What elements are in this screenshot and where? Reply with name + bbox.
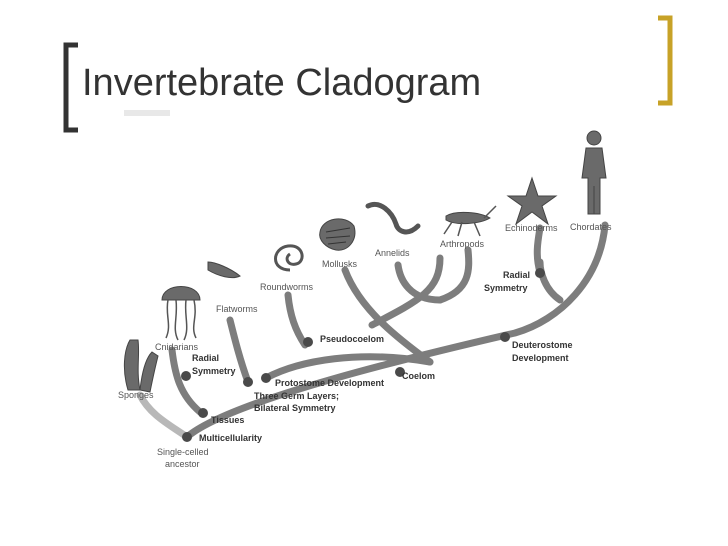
branch-protostome (262, 353, 434, 382)
node-radial-symmetry (181, 371, 191, 381)
label-radial-line1: Radial (192, 353, 219, 363)
node-tissues (198, 408, 208, 418)
branch-cnidarians (168, 346, 204, 416)
node-three-germ-layers (243, 377, 253, 387)
label-sponges: Sponges (118, 390, 154, 400)
branch-echinoderms (533, 224, 544, 276)
node-coelom (395, 367, 405, 377)
label-echino-radial-line2: Symmetry (484, 283, 528, 293)
left-bracket-icon (63, 42, 78, 133)
node-pseudocoelom (303, 337, 313, 347)
cladogram-branches (136, 221, 609, 441)
label-mollusks: Mollusks (322, 259, 358, 269)
label-chordates: Chordates (570, 222, 612, 232)
label-pseudocoelom: Pseudocoelom (320, 334, 384, 344)
label-deuterostome-line2: Development (512, 353, 569, 363)
branch-roundworms (284, 291, 309, 349)
label-echino-radial-line1: Radial (503, 270, 530, 280)
label-coelom: Coelom (402, 371, 435, 381)
label-cnidarians: Cnidarians (155, 342, 199, 352)
node-protostome (261, 373, 271, 383)
starfish-icon (506, 176, 558, 226)
roundworm-icon (274, 244, 304, 272)
label-tissues: Tissues (211, 415, 244, 425)
mollusk-icon (319, 218, 356, 251)
label-roundworms: Roundworms (260, 282, 314, 292)
label-annelids: Annelids (375, 248, 410, 258)
annelid-icon (365, 202, 421, 235)
branch-sponges (136, 391, 191, 441)
branch-annelids-stem (368, 254, 444, 329)
label-three-germ-line1: Three Germ Layers; (254, 391, 339, 401)
label-multicellularity: Multicellularity (199, 433, 262, 443)
node-multicellularity (182, 432, 192, 442)
branch-echino-a (536, 258, 564, 304)
branch-main (183, 221, 609, 441)
label-protostome: Protostome Development (275, 378, 384, 388)
arthropod-icon (443, 205, 497, 237)
human-icon (581, 130, 607, 215)
branch-annelids (394, 261, 444, 304)
label-three-germ-line2: Bilateral Symmetry (254, 403, 336, 413)
flatworm-icon (207, 261, 241, 279)
node-deuterostome (500, 332, 510, 342)
label-ancestor-line2: ancestor (165, 459, 200, 469)
jellyfish-icon (161, 286, 201, 341)
label-ancestor-line1: Single-celled (157, 447, 209, 457)
label-radial-line2: Symmetry (192, 366, 236, 376)
node-echino-radial (535, 268, 545, 278)
branch-flatworms (226, 316, 252, 386)
right-bracket-icon (658, 15, 673, 106)
label-deuterostome-line1: Deuterostome (512, 340, 573, 350)
sponge-icon (123, 339, 159, 393)
label-echinoderms: Echinoderms (505, 223, 558, 233)
label-arthropods: Arthropods (440, 239, 485, 249)
title-underline (124, 110, 170, 116)
label-flatworms: Flatworms (216, 304, 258, 314)
slide-title: Invertebrate Cladogram (82, 62, 482, 104)
branch-arthropods (436, 246, 473, 304)
